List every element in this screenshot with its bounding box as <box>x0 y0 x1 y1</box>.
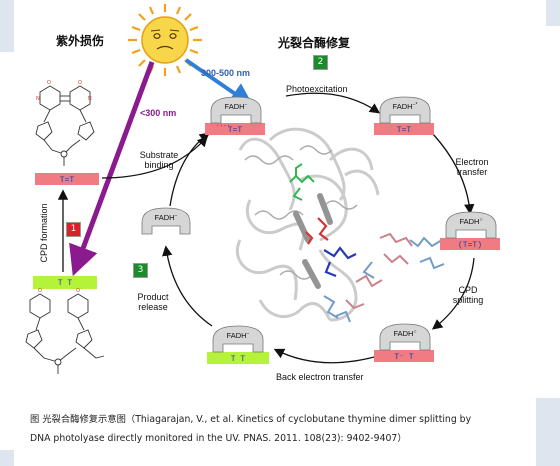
svg-text:....: .... <box>216 121 230 128</box>
step-badge-3: 3 <box>133 263 148 278</box>
product-release-label: Product release <box>133 292 173 312</box>
uv-short-arrow <box>69 61 155 277</box>
step-badge-1: 1 <box>66 222 81 237</box>
cycle-arc-top <box>285 92 381 114</box>
substrate-binding-label: Substrate binding <box>136 150 182 170</box>
cpd-splitting-line1: CPD <box>458 285 478 295</box>
svg-text:FADH○: FADH○ <box>459 217 482 226</box>
cpd-splitting-line2: splitting <box>452 295 484 305</box>
wavelength-short-label: <300 nm <box>140 108 177 118</box>
state-left: FADH− <box>141 207 191 235</box>
corner-block-bottom-left <box>0 450 14 466</box>
svg-text:(T=T): (T=T) <box>458 241 482 250</box>
corner-block-top-left <box>0 0 14 52</box>
corner-block-bottom-right <box>536 398 560 466</box>
state-upper-right: T=T FADH−* <box>374 96 434 135</box>
repair-cycle-diagram: T=T .... FADH− T=T FADH−* (T=T) FADH○ T⁻… <box>25 4 500 374</box>
state-bottom: T T FADH− <box>207 325 269 364</box>
uv-damage-title: 紫外损伤 <box>56 34 105 48</box>
substrate-binding-line1: Substrate <box>139 150 179 160</box>
figure-caption: 图 光裂合酶修复示意图（Thiagarajan, V., et al. Kine… <box>30 410 534 448</box>
svg-text:T⁻ T: T⁻ T <box>394 353 413 362</box>
damaged-dna-left: T=T <box>35 173 99 185</box>
back-electron-transfer-label: Back electron transfer <box>276 372 364 382</box>
svg-text:FADH−: FADH− <box>155 213 178 222</box>
cpd-formation-label: CPD formation <box>39 203 49 263</box>
svg-text:O: O <box>78 80 82 86</box>
photolyase-repair-title: 光裂合酶修复 <box>278 36 351 50</box>
substrate-binding-arrow <box>101 136 208 179</box>
svg-text:T=T: T=T <box>60 176 75 185</box>
cycle-arc-lower-right <box>431 257 475 330</box>
substrate-binding-line2: binding <box>144 160 174 170</box>
electron-transfer-line1: Electron <box>455 157 489 167</box>
thymine-dimer-structure <box>35 85 95 166</box>
cpd-splitting-label: CPD splitting <box>448 285 488 305</box>
cycle-arc-upper-left <box>169 132 211 207</box>
photolyase-protein-structure <box>235 127 445 323</box>
thymine-monomer-structure <box>25 293 105 374</box>
svg-text:FADH○: FADH○ <box>393 329 416 338</box>
svg-text:FADH−*: FADH−* <box>393 102 418 111</box>
svg-text:O: O <box>38 288 42 294</box>
cycle-arc-bottom <box>273 348 379 364</box>
svg-text:T=T: T=T <box>397 126 412 135</box>
cycle-arc-upper-right <box>431 132 475 215</box>
svg-text:O: O <box>76 288 80 294</box>
svg-text:T=T: T=T <box>228 126 243 135</box>
caption-line-1: 图 光裂合酶修复示意图（Thiagarajan, V., et al. Kine… <box>30 414 472 425</box>
svg-text:FADH−: FADH− <box>225 102 248 111</box>
step-badge-2: 2 <box>313 55 328 70</box>
cycle-arc-lower-left <box>162 245 213 327</box>
state-lower-right: T⁻ T FADH○ <box>374 323 434 362</box>
svg-text:FADH−: FADH− <box>227 331 250 340</box>
normal-dna-left: T T <box>33 276 97 289</box>
electron-transfer-line2: transfer <box>456 167 488 177</box>
corner-block-top-right <box>546 0 560 26</box>
state-top: T=T .... FADH− <box>205 96 265 135</box>
svg-text:T T: T T <box>58 279 73 288</box>
svg-text:N: N <box>36 96 40 102</box>
svg-text:N: N <box>88 96 92 102</box>
product-release-line2: release <box>138 302 168 312</box>
wavelength-long-label: 300-500 nm <box>201 68 251 78</box>
caption-line-2: DNA photolyase directly monitored in the… <box>30 433 407 444</box>
uv-long-arrow <box>184 58 254 107</box>
product-release-line1: Product <box>137 292 169 302</box>
svg-text:T T: T T <box>231 355 246 364</box>
photoexcitation-label: Photoexcitation <box>286 84 348 94</box>
svg-text:O: O <box>47 80 51 86</box>
electron-transfer-label: Electron transfer <box>452 157 492 177</box>
state-right: (T=T) FADH○ <box>440 211 500 250</box>
